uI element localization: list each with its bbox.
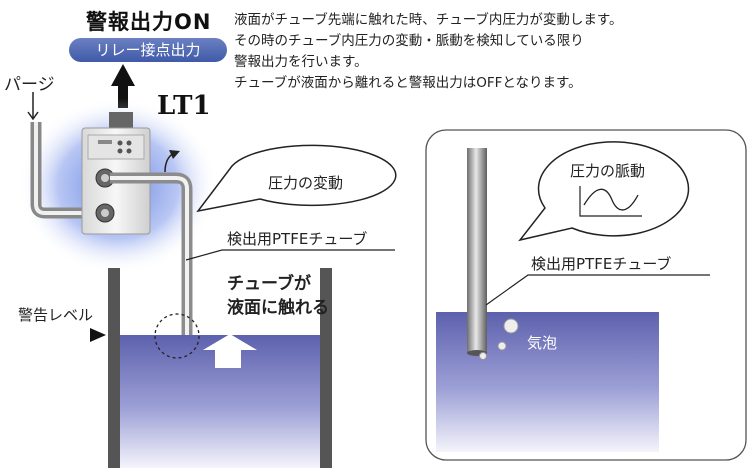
- tube-label-left: 検出用PTFEチューブ: [227, 230, 368, 248]
- touch-liquid-text: チューブが 液面に触れる: [227, 272, 329, 320]
- description-line: 液面がチューブ先端に触れた時、チューブ内圧力が変動します。: [234, 12, 623, 28]
- flow-arrow-icon: [169, 150, 180, 159]
- purge-label: パージ: [4, 75, 55, 95]
- description-line: その時のチューブ内圧力の変動・脈動を検知している限り: [234, 33, 584, 49]
- purge-arrow-icon: [27, 92, 39, 121]
- output-arrow: [111, 64, 135, 108]
- pressure-pulsation-text: 圧力の脈動: [570, 162, 646, 180]
- detection-tube-right: [467, 148, 487, 353]
- device-label: LT1: [157, 91, 211, 121]
- bubbles-icon: [479, 318, 519, 360]
- warning-level-marker-icon: [90, 328, 106, 342]
- pressure-bubble-left: [196, 144, 397, 213]
- bubbles-label: 気泡: [527, 334, 558, 352]
- pressure-bubble-right: [518, 141, 690, 242]
- touch-liquid-line: 液面に触れる: [227, 298, 329, 318]
- tube-label-right: 検出用PTFEチューブ: [531, 255, 672, 273]
- tank-wall-left: [108, 268, 120, 468]
- description-line: 警報出力を行います。: [234, 54, 368, 70]
- detection-tube-left: [110, 176, 189, 355]
- tank-wall-right: [320, 268, 332, 468]
- relay-output-badge: リレー接点出力: [69, 38, 227, 62]
- contact-highlight: [154, 313, 200, 359]
- touch-liquid-line: チューブが: [227, 274, 311, 294]
- pressure-change-text: 圧力の変動: [268, 174, 344, 192]
- alarm-output-title: 警報出力ON: [86, 10, 212, 34]
- description-line: チューブが液面から離れると警報出力はOFFとなります。: [234, 75, 582, 91]
- pulsation-graph-icon: [579, 186, 642, 217]
- warning-level-label: 警告レベル: [18, 306, 94, 324]
- description-text: 液面がチューブ先端に触れた時、チューブ内圧力が変動します。 その時のチューブ内圧…: [234, 10, 734, 94]
- liquid-rise-arrow-icon: [203, 334, 257, 368]
